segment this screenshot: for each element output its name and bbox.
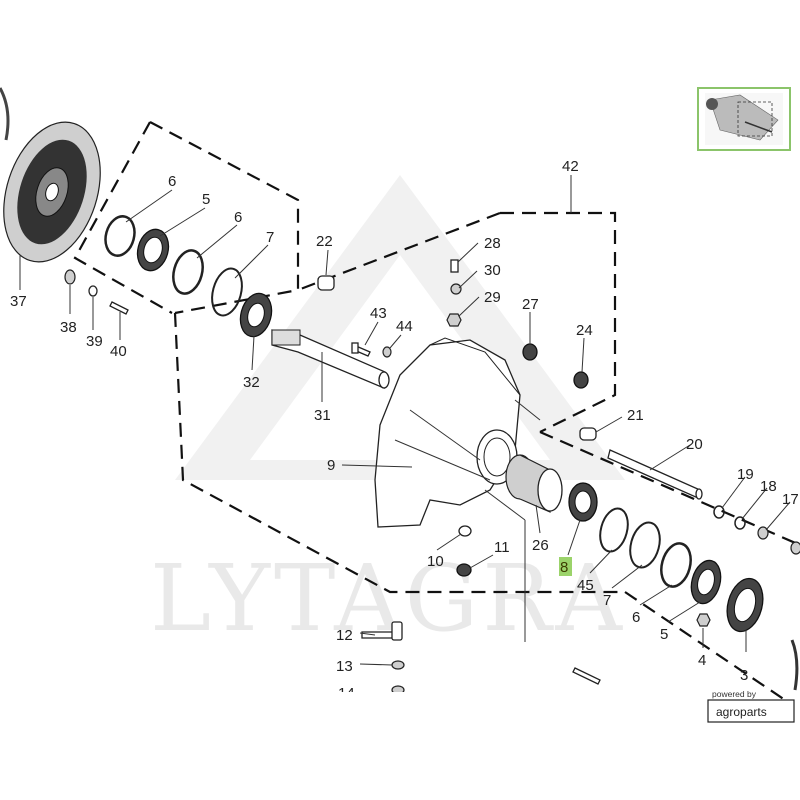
callout-6-left-2[interactable]: 6 — [234, 209, 242, 226]
bottom-mask — [330, 692, 410, 712]
agroparts-brand: agroparts — [716, 705, 767, 719]
bolt-12[interactable] — [361, 621, 403, 641]
callout-44[interactable]: 44 — [396, 318, 413, 335]
callout-18[interactable]: 18 — [760, 478, 777, 495]
callout-8-highlight — [559, 557, 572, 576]
callout-28[interactable]: 28 — [484, 235, 501, 252]
bearing-8[interactable] — [568, 482, 598, 522]
ring-18[interactable] — [734, 516, 746, 530]
nut-30[interactable] — [450, 283, 462, 295]
gearbox-housing-9[interactable] — [374, 337, 541, 528]
clutch-disc[interactable] — [0, 110, 117, 275]
callout-30[interactable]: 30 — [484, 262, 501, 279]
callout-12[interactable]: 12 — [336, 627, 353, 644]
callout-3[interactable]: 3 — [740, 667, 748, 684]
callout-37[interactable]: 37 — [10, 293, 27, 310]
callout-9[interactable]: 9 — [327, 457, 335, 474]
callout-5-left[interactable]: 5 — [202, 191, 210, 208]
washer-44[interactable] — [382, 346, 392, 358]
ring-19[interactable] — [713, 505, 725, 519]
washer-39[interactable] — [88, 285, 98, 297]
partial-part-right-edge — [790, 541, 800, 691]
agroparts-logo-box — [707, 699, 795, 723]
washer-10[interactable] — [458, 525, 472, 537]
washer-13[interactable] — [391, 660, 405, 670]
thumbnail-preview[interactable] — [697, 87, 791, 151]
powered-by-label: powered by — [712, 689, 757, 699]
o-ring-7-right[interactable] — [626, 519, 665, 571]
callout-39[interactable]: 39 — [86, 333, 103, 350]
callout-22[interactable]: 22 — [316, 233, 333, 250]
callout-26[interactable]: 26 — [532, 537, 549, 554]
callout-29[interactable]: 29 — [484, 289, 501, 306]
callout-38[interactable]: 38 — [60, 319, 77, 336]
partial-part-left-edge — [0, 87, 10, 141]
callout-32[interactable]: 32 — [243, 374, 260, 391]
nut-29[interactable] — [446, 313, 462, 327]
callout-19[interactable]: 19 — [737, 466, 754, 483]
callout-27[interactable]: 27 — [522, 296, 539, 313]
shaft-31[interactable] — [271, 329, 390, 389]
nut-4[interactable] — [696, 613, 711, 627]
bolt-long[interactable] — [572, 667, 601, 685]
bushing-22[interactable] — [317, 275, 335, 291]
callout-17[interactable]: 17 — [782, 491, 799, 508]
bushing-26[interactable] — [505, 454, 563, 513]
stud-28[interactable] — [450, 259, 459, 273]
washer-17[interactable] — [757, 526, 769, 540]
shaft-20[interactable] — [607, 449, 703, 500]
callout-7-right[interactable]: 7 — [603, 592, 611, 609]
snap-ring-6-left-2[interactable] — [169, 247, 207, 297]
bushing-21[interactable] — [579, 427, 597, 441]
callout-45[interactable]: 45 — [577, 577, 594, 594]
seal-3[interactable] — [722, 575, 769, 636]
agroparts-badge[interactable]: powered by agroparts — [707, 689, 795, 723]
callout-21[interactable]: 21 — [627, 407, 644, 424]
plug-11[interactable] — [456, 563, 472, 577]
callout-4[interactable]: 4 — [698, 652, 706, 669]
callout-20[interactable]: 20 — [686, 436, 703, 453]
o-ring-7-left[interactable] — [207, 265, 246, 319]
callout-31[interactable]: 31 — [314, 407, 331, 424]
bolt-43[interactable] — [351, 342, 371, 357]
callout-8[interactable]: 8 — [560, 559, 568, 576]
seal-5-right[interactable] — [687, 557, 725, 607]
seal-5-left[interactable] — [133, 226, 173, 274]
callout-7-left[interactable]: 7 — [266, 229, 274, 246]
callout-43[interactable]: 43 — [370, 305, 387, 322]
callout-40[interactable]: 40 — [110, 343, 127, 360]
plug-27[interactable] — [522, 343, 538, 361]
callout-labels: 37 38 39 40 6 5 6 7 32 31 43 44 22 42 28… — [10, 158, 799, 702]
bolt-40[interactable] — [109, 301, 129, 315]
bearing-32[interactable] — [236, 290, 276, 340]
callout-6-right[interactable]: 6 — [632, 609, 640, 626]
callout-5-right[interactable]: 5 — [660, 626, 668, 643]
callout-6-left[interactable]: 6 — [168, 173, 176, 190]
washer-38[interactable] — [64, 269, 76, 285]
plug-24[interactable] — [573, 371, 589, 389]
snap-ring-6-left[interactable] — [101, 213, 138, 259]
callout-24[interactable]: 24 — [576, 322, 593, 339]
callout-42[interactable]: 42 — [562, 158, 579, 175]
snap-ring-6-right[interactable] — [657, 540, 695, 590]
callout-11[interactable]: 11 — [494, 539, 510, 556]
leader-lines — [19, 175, 791, 666]
o-ring-45[interactable] — [596, 505, 633, 554]
callout-10[interactable]: 10 — [427, 553, 444, 570]
callout-13[interactable]: 13 — [336, 658, 353, 675]
